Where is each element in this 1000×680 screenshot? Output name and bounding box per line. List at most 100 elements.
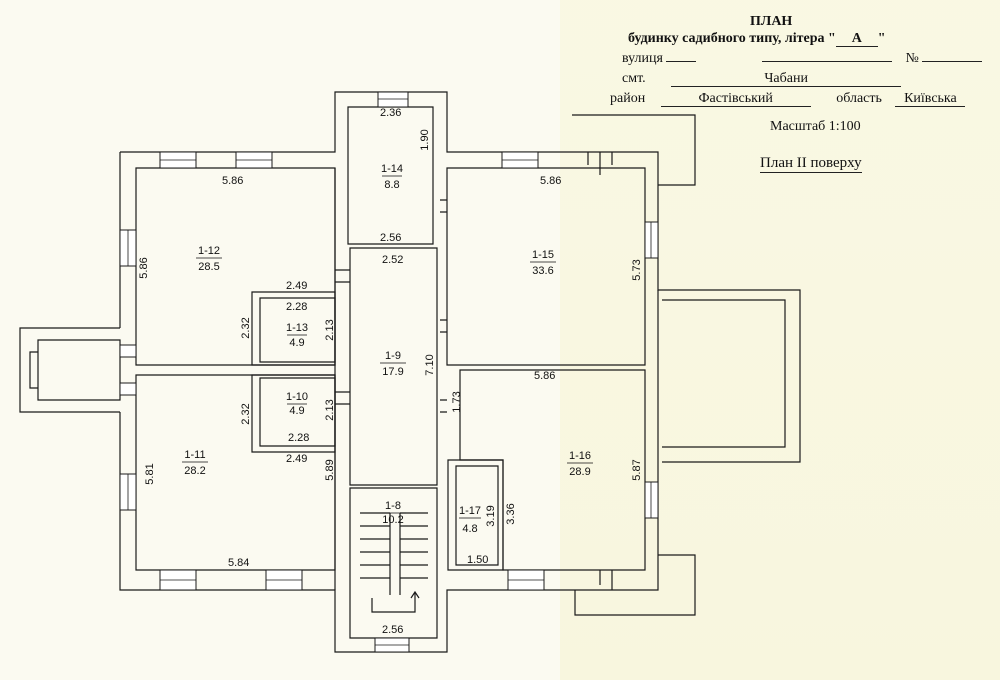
- stair-treads-left: [360, 512, 390, 579]
- room-1-15-outline: [446, 167, 646, 366]
- room-1-15-area: 33.6: [532, 265, 553, 277]
- room-1-12-area: 28.5: [198, 261, 219, 273]
- room-1-13-id: 1-13: [286, 322, 308, 334]
- dim-1-16-right: 5.87: [631, 459, 643, 480]
- dim-1-13-right: 2.13: [324, 319, 336, 340]
- dim-1-17-side: 3.19: [485, 505, 497, 526]
- room-1-16-area: 28.9: [569, 466, 590, 478]
- dim-1-11-right: 5.89: [324, 459, 336, 480]
- dim-1-15-right: 5.73: [631, 259, 643, 280]
- street-row: вулиця №: [622, 51, 983, 67]
- window-bay-b: [119, 382, 137, 396]
- window-mullions: [127, 98, 652, 646]
- dim-1-10-bottom: 2.28: [288, 432, 309, 444]
- outer-wall-top: [120, 91, 662, 291]
- room-1-16-outline: [459, 369, 646, 571]
- dim-1-9-top: 2.52: [382, 254, 403, 266]
- dim-1-15-top: 5.86: [540, 175, 561, 187]
- street-value-blank: [761, 61, 892, 62]
- smt-value: Чабани: [671, 72, 902, 87]
- window-glazing: [127, 98, 652, 646]
- left-bay-inner: [37, 339, 121, 401]
- paper-tint: [560, 0, 1000, 680]
- door-marks-bottom: [599, 570, 613, 590]
- dim-1-14-bottom: 2.56: [380, 232, 401, 244]
- subtitle-text: будинку садибного типу, літера: [628, 31, 825, 46]
- floor-label: План II поверху: [760, 155, 862, 173]
- floor-label-text: План II поверху: [760, 155, 862, 173]
- dim-1-12-top: 5.86: [222, 175, 243, 187]
- room-1-14-outline: [347, 106, 434, 245]
- dim-1-16-inner: 3.36: [505, 503, 517, 524]
- room-1-17-area: 4.8: [462, 523, 477, 535]
- room-1-14-id: 1-14: [381, 163, 403, 175]
- dim-1-12-bottom: 2.49: [286, 280, 307, 292]
- room-1-12-id: 1-12: [198, 245, 220, 257]
- room-1-10-id: 1-10: [286, 391, 308, 403]
- dim-1-16-top: 5.86: [534, 370, 555, 382]
- room-1-17-outline: [447, 459, 504, 571]
- room-1-17-inner: [455, 465, 499, 566]
- dim-1-14-side: 1.90: [419, 129, 431, 150]
- room-1-9-outline: [349, 247, 438, 486]
- dim-1-11-bottom: 5.84: [228, 557, 249, 569]
- balcony-bottom-outline: [574, 554, 696, 616]
- room-1-14-area: 8.8: [384, 179, 399, 191]
- dim-1-11-left: 5.81: [144, 463, 156, 484]
- smt-label: смт.: [622, 71, 646, 86]
- room-1-10-area: 4.9: [289, 405, 304, 417]
- window-1-14: [377, 91, 409, 108]
- window-1-16-right: [644, 481, 659, 519]
- left-bay-niche: [29, 351, 38, 389]
- district-label: район: [610, 91, 646, 106]
- window-bay-a: [119, 344, 137, 358]
- stair-divider: [389, 513, 401, 595]
- dim-1-9-right: 7.10: [424, 354, 436, 375]
- dim-1-14-top: 2.36: [380, 107, 401, 119]
- walls: [19, 91, 801, 653]
- door-marks-top: [587, 152, 613, 175]
- room-1-11-area: 28.2: [184, 465, 205, 477]
- smt-row: смт. Чабани: [622, 71, 902, 87]
- room-1-8-id: 1-8: [385, 500, 401, 512]
- room-1-8-outline: [349, 487, 438, 639]
- plan-subtitle: будинку садибного типу, літера "А": [628, 31, 886, 47]
- litera-value: А: [835, 32, 878, 47]
- wall-opening-marks: [440, 199, 447, 413]
- plan-title: ПЛАН: [750, 14, 793, 29]
- scale-label: Масштаб 1:100: [770, 119, 861, 134]
- annex-right-inner: [662, 299, 786, 448]
- room-1-9-id: 1-9: [385, 350, 401, 362]
- room-1-15-id: 1-15: [532, 249, 554, 261]
- dim-1-10-left: 2.32: [240, 403, 252, 424]
- number-blank: [922, 61, 983, 62]
- dim-1-13-top: 2.28: [286, 301, 307, 313]
- room-1-17-id: 1-17: [459, 505, 481, 517]
- district-value: Фастівський: [660, 92, 811, 107]
- dimension-labels: 2.36 1.90 2.56 5.86 5.86 2.49 2.28 2.32 …: [138, 107, 643, 636]
- street-label: вулиця: [622, 51, 663, 66]
- district-row: район Фастівський область Київська: [610, 91, 966, 107]
- oblast-label: область: [836, 91, 882, 106]
- dim-1-10-bottom2: 2.49: [286, 453, 307, 465]
- oblast-value: Київська: [895, 92, 966, 107]
- dim-1-16-left: 1.73: [451, 391, 463, 412]
- wall-opening-marks-left: [335, 269, 350, 405]
- dim-1-13-left: 2.32: [240, 317, 252, 338]
- room-labels: 1-12 28.5 1-13 4.9 1-14 8.8 1-9 17.9 1-1…: [182, 163, 593, 535]
- outer-wall-right: [575, 290, 659, 591]
- left-bay-outer: [19, 327, 120, 413]
- stair-treads-right: [400, 512, 428, 579]
- dim-1-10-right: 2.13: [324, 399, 336, 420]
- room-1-13-area: 4.9: [289, 337, 304, 349]
- room-1-16-id: 1-16: [569, 450, 591, 462]
- street-blank: [666, 61, 697, 62]
- dim-1-12-left: 5.86: [138, 257, 150, 278]
- dim-1-17-bottom: 1.50: [467, 554, 488, 566]
- room-1-12-outline: [135, 167, 336, 366]
- number-label: №: [905, 51, 919, 66]
- annex-right-outer: [662, 289, 801, 463]
- dim-1-8-bottom: 2.56: [382, 624, 403, 636]
- window-1-15-right: [644, 221, 659, 259]
